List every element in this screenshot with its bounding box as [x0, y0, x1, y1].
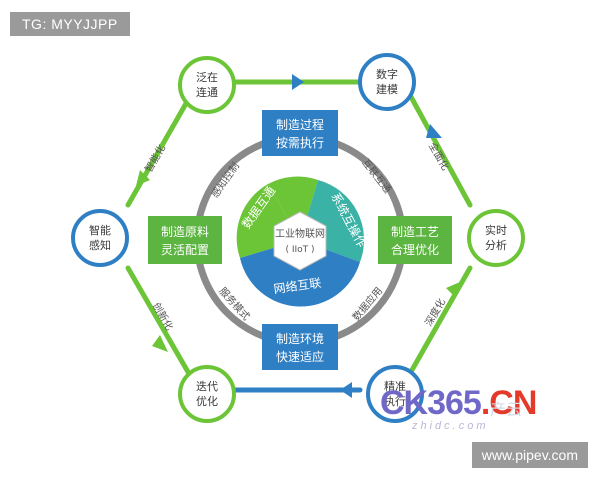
box-top-line1: 制造过程: [276, 117, 324, 132]
node-right: 实时 分析: [467, 209, 525, 267]
box-top: 制造过程 按需执行: [262, 110, 338, 156]
node-top-left-line1: 泛在: [196, 71, 218, 84]
edge-top-right: [407, 92, 473, 208]
center-line2: ( IIoT ): [285, 245, 314, 255]
node-bottom-right: 精准 执行: [366, 365, 424, 423]
box-bottom: 制造环境 快速适应: [262, 324, 338, 370]
watermark-faint: 产云: [490, 400, 523, 419]
box-top-line2: 按需执行: [276, 136, 324, 150]
node-right-line2: 分析: [485, 238, 507, 252]
watermark-suffix: .CN: [480, 384, 538, 422]
node-top-right: 数字 建模: [358, 53, 416, 111]
node-top-right-line2: 建模: [376, 82, 398, 96]
outer-hexagon: [125, 79, 473, 393]
box-right: 制造工艺 合理优化: [378, 216, 452, 264]
node-left-line2: 感知: [89, 238, 111, 252]
watermark-logo: CK365.CN: [380, 384, 538, 422]
arrow-top-right-icon: [426, 124, 442, 138]
segment-network-interconnect: [240, 240, 360, 307]
edge-arrows: [136, 74, 460, 398]
node-left: 智能 感知: [71, 209, 129, 267]
box-left-line2: 灵活配置: [161, 243, 209, 257]
arrow-top-left-icon: [136, 170, 150, 186]
edge-bottom-left: [125, 265, 191, 375]
node-top-right-line1: 数字: [376, 67, 398, 81]
arrow-bottom-left-icon: [152, 335, 168, 352]
segment-data-interop-top: [268, 176, 318, 240]
box-right-line1: 制造工艺: [391, 225, 439, 239]
node-top-left: 泛在 连通: [178, 56, 236, 114]
node-right-line1: 实时: [485, 223, 507, 237]
center-line1: 工业物联网: [275, 227, 325, 240]
center-hexagon: [273, 211, 327, 271]
box-bottom-line2: 快速适应: [276, 349, 324, 364]
node-bottom-left-line2: 优化: [196, 394, 218, 408]
watermark-main: CK365: [380, 384, 482, 422]
source-label: www.pipev.com: [471, 442, 588, 468]
inner-segments: [236, 176, 365, 307]
box-right-line2: 合理优化: [391, 242, 439, 257]
segment-label-network: 网络互联: [273, 275, 323, 297]
node-top-left-line2: 连通: [196, 86, 218, 99]
arrow-bottom-icon: [340, 382, 352, 398]
box-bottom-line1: 制造环境: [276, 331, 324, 346]
arrow-top-icon: [292, 74, 304, 90]
watermark-sub: zhidc.com: [412, 420, 489, 432]
box-left-line1: 制造原料: [161, 225, 209, 239]
tg-tag: TG: MYYJJPP: [10, 12, 130, 36]
edge-top-left: [125, 97, 191, 208]
arrow-bottom-right-icon: [446, 282, 460, 298]
node-bottom-right-line1: 精准: [384, 380, 406, 393]
edge-label-intelligent: 智能化: [142, 142, 168, 174]
node-left-line1: 智能: [89, 223, 111, 237]
ring-label-interconnect: 互联互通: [359, 157, 393, 196]
box-left: 制造原料 灵活配置: [148, 216, 222, 264]
edge-bottom-right: [409, 265, 473, 373]
node-bottom-left: 迭代 优化: [178, 365, 236, 423]
node-bottom-right-line2: 执行: [384, 394, 406, 408]
node-bottom-left-line1: 迭代: [196, 380, 218, 393]
